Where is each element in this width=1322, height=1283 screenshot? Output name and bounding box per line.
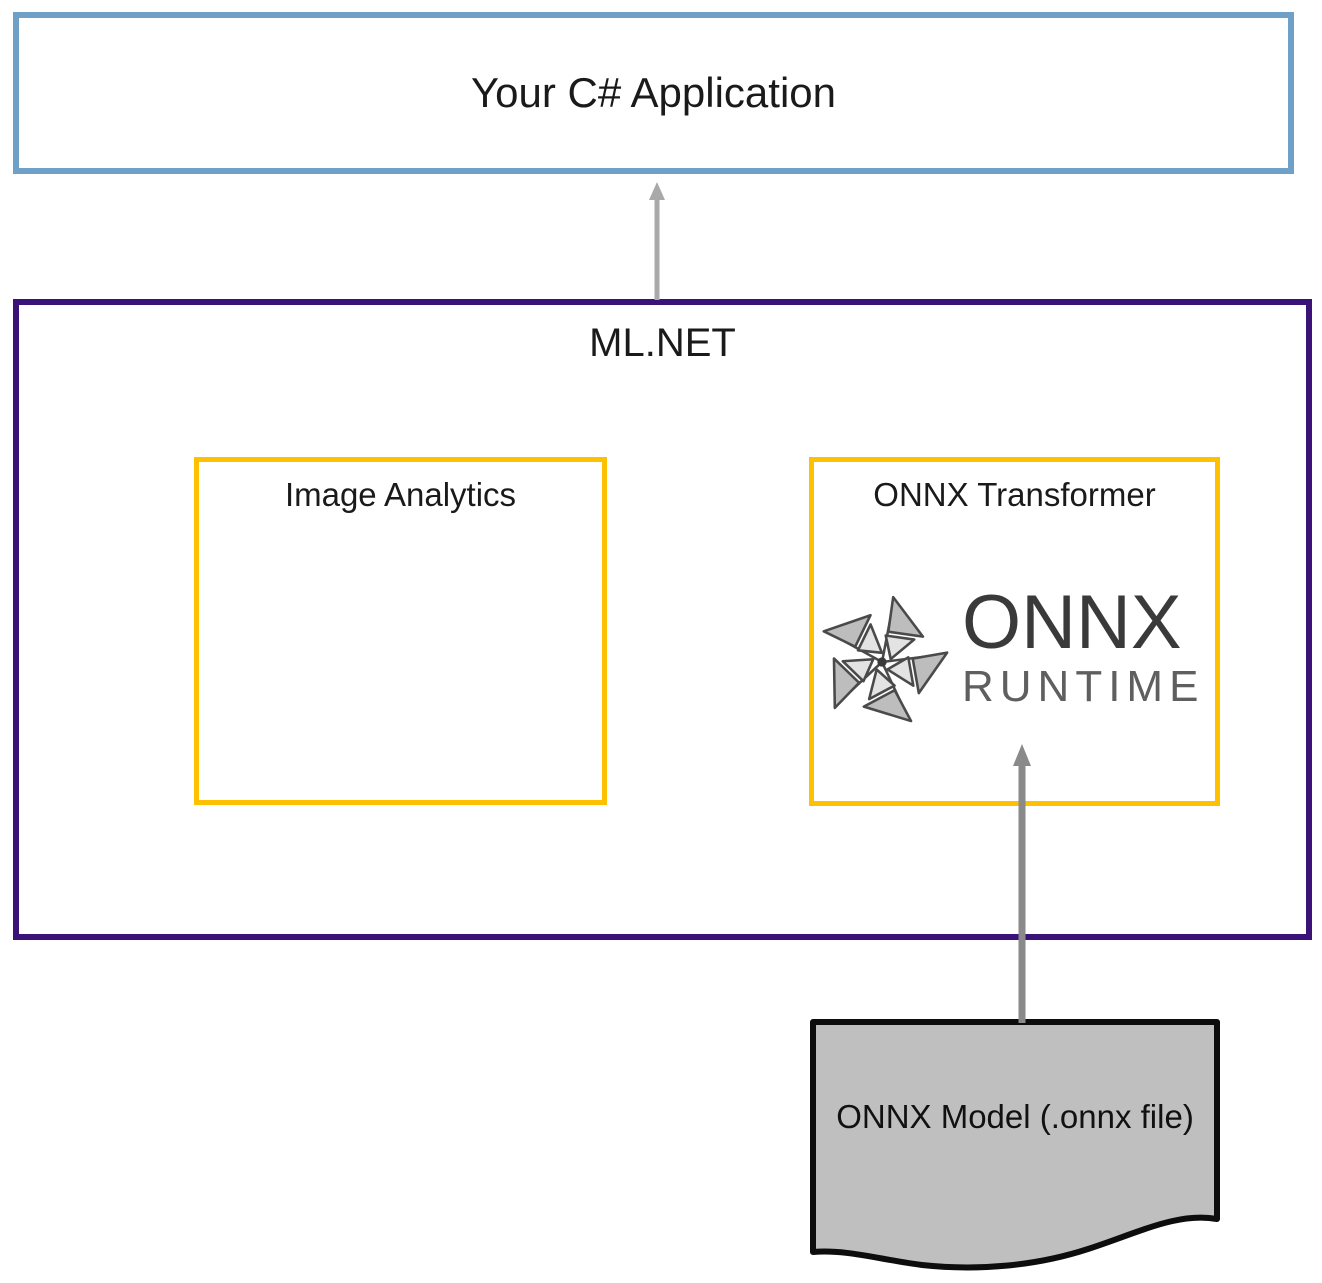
arrow-up-mlnet-to-app-icon [649, 182, 665, 300]
image-analytics-box: Image Analytics [194, 457, 607, 805]
onnx-transformer-label: ONNX Transformer [873, 476, 1156, 513]
onnx-runtime-subtext: RUNTIME [962, 662, 1205, 711]
onnx-wordmark-text: ONNX [962, 580, 1182, 665]
your-csharp-application-box: Your C# Application [13, 12, 1294, 174]
arrow-up-model-to-transformer-icon [1013, 744, 1031, 1023]
onnx-transformer-box: ONNX Transformer [809, 457, 1220, 806]
mlnet-label: ML.NET [589, 321, 736, 365]
onnx-model-document-shape [810, 1019, 1220, 1271]
onnx-pinwheel-icon [822, 595, 949, 723]
onnx-runtime-wordmark: ONNX RUNTIME [962, 585, 1204, 709]
image-analytics-label: Image Analytics [284, 476, 517, 513]
your-csharp-application-label: Your C# Application [470, 69, 837, 116]
onnx-model-label: ONNX Model (.onnx file) [836, 1098, 1194, 1135]
mlnet-box: ML.NET Image Analytics ONNX Transformer [13, 299, 1312, 940]
